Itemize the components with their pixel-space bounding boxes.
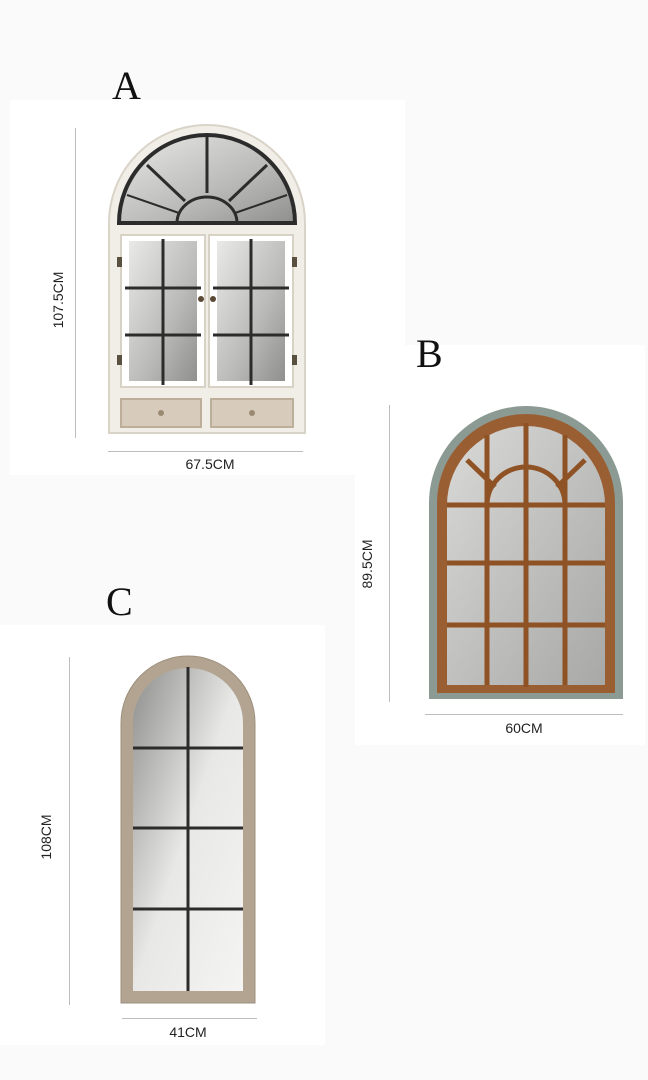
width-line-c [122,1018,257,1019]
mirror-a-image [108,124,306,434]
height-dimension-b: 89.5CM [359,539,375,589]
product-label-c: C [106,579,133,624]
mirror-c-image [120,655,256,1004]
width-dimension-c: 41CM [169,1024,207,1040]
width-line-b [425,714,623,715]
height-line-b [389,405,390,702]
product-label-b: B [416,331,443,376]
mirror-b-image [429,406,623,699]
height-dimension-c: 108CM [38,814,54,860]
width-dimension-b: 60CM [505,720,543,736]
height-line-c [69,657,70,1005]
width-line-a [108,451,303,452]
product-label-a: A [112,63,141,108]
width-dimension-a: 67.5CM [185,456,235,472]
height-dimension-a: 107.5CM [50,271,66,329]
height-line-a [75,128,76,438]
